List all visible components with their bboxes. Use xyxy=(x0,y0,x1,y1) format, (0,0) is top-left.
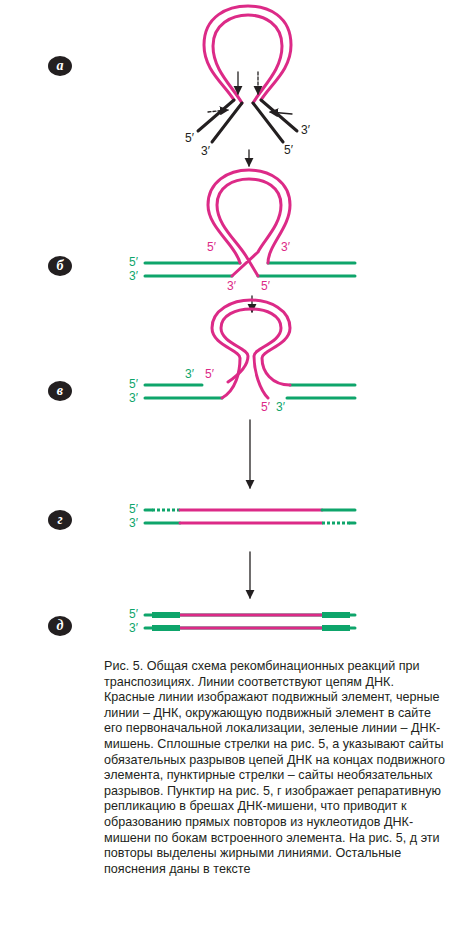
panel-letter-badge: б xyxy=(48,256,72,276)
figure-caption: Рис. 5. Общая схема рекомбинационных реа… xyxy=(104,659,446,877)
strand-end-label: 3′ xyxy=(184,368,195,381)
panel-letter: г xyxy=(57,513,62,527)
strand-end-label: 3′ xyxy=(128,270,139,283)
strand-end-label: 5′ xyxy=(260,401,271,414)
strand-end-label: 3′ xyxy=(128,622,139,635)
strand-end-label: 5′ xyxy=(128,503,139,516)
strand-end-label: 3′ xyxy=(128,517,139,530)
strand-end-label: 5′ xyxy=(128,378,139,391)
panel-letter: в xyxy=(57,384,63,398)
panel-letter: а xyxy=(57,59,64,73)
panel-letter: д xyxy=(57,619,64,633)
strand-end-label: 5′ xyxy=(184,132,195,145)
panel-letter-badge: д xyxy=(48,616,72,636)
panel-letter-badge: в xyxy=(48,381,72,401)
strand-end-label: 5′ xyxy=(283,144,294,157)
strand-end-label: 5′ xyxy=(128,256,139,269)
strand-end-label: 3′ xyxy=(200,145,211,158)
strand-end-label: 5′ xyxy=(128,608,139,621)
strand-end-label: 3′ xyxy=(275,401,286,414)
strand-end-label: 5′ xyxy=(260,280,271,293)
strand-end-label: 3′ xyxy=(300,124,311,137)
strand-end-label: 5′ xyxy=(204,368,215,381)
strand-end-label: 3′ xyxy=(280,241,291,254)
strand-end-label: 3′ xyxy=(226,280,237,293)
strand-end-label: 5′ xyxy=(206,241,217,254)
strand-end-label: 3′ xyxy=(128,392,139,405)
panel-letter-badge: г xyxy=(48,510,72,530)
panel-letter-badge: а xyxy=(48,56,72,76)
panel-letter: б xyxy=(57,259,64,273)
